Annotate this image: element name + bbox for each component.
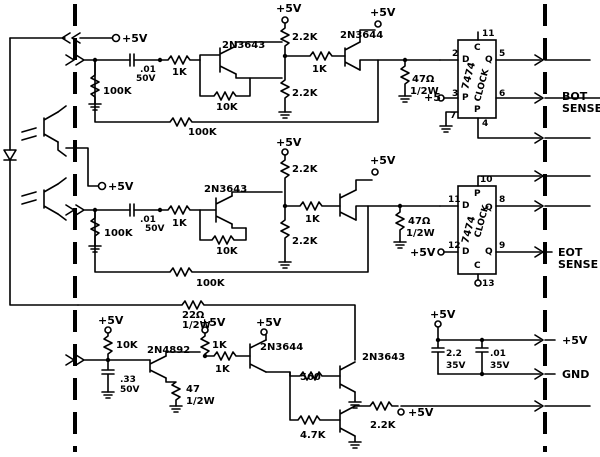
svg-text:2N3643: 2N3643 [204,184,247,195]
svg-text:13: 13 [482,279,495,289]
bot-sense-circuit: +5V 100K .01 50V 1K 2N3643 10K 100K +5V … [9,2,600,144]
svg-text:2.2K: 2.2K [292,164,319,175]
svg-text:.33: .33 [120,375,136,385]
svg-text:10K: 10K [216,102,239,113]
svg-text:1K: 1K [312,64,328,75]
svg-text:1/2W: 1/2W [186,396,215,407]
bot-supply-label: +5V [122,32,148,45]
svg-text:C: C [474,261,481,271]
svg-text:50V: 50V [120,385,140,395]
svg-text:+5V: +5V [108,180,134,193]
svg-text:100K: 100K [196,278,226,289]
svg-text:12: 12 [448,241,461,251]
svg-text:47: 47 [186,384,200,395]
ground-label: GND [562,368,589,381]
svg-text:35V: 35V [490,361,510,371]
svg-text:2N3643: 2N3643 [222,40,265,51]
svg-text:.01: .01 [490,349,506,359]
svg-text:+5V: +5V [370,154,396,167]
svg-text:D: D [462,55,469,65]
svg-text:+5V: +5V [562,334,588,347]
optical-sensor: +5V [3,37,134,306]
svg-text:Q: Q [485,55,493,65]
svg-text:1/2W: 1/2W [410,86,439,97]
svg-text:11: 11 [482,29,495,39]
eot-flipflop-7474 [457,185,497,275]
svg-text:+5V: +5V [256,316,282,329]
svg-text:47Ω: 47Ω [412,74,435,85]
svg-text:SENSE: SENSE [562,102,600,115]
svg-text:100K: 100K [103,86,133,97]
svg-text:7: 7 [450,111,456,121]
svg-text:3: 3 [452,89,458,99]
svg-text:2.2K: 2.2K [370,420,397,431]
svg-text:10K: 10K [216,246,239,257]
svg-text:2.2K: 2.2K [292,88,319,99]
svg-text:2: 2 [452,49,458,59]
svg-text:Q: Q [485,203,493,213]
svg-text:100K: 100K [104,228,134,239]
svg-text:P: P [474,105,481,115]
svg-text:5: 5 [499,49,505,59]
svg-text:+5V: +5V [276,136,302,149]
svg-text:1K: 1K [215,364,231,375]
svg-text:2.2: 2.2 [446,349,462,359]
svg-text:1/2W: 1/2W [182,320,211,331]
svg-text:D: D [462,247,469,257]
svg-text:100K: 100K [188,127,218,138]
svg-text:9: 9 [499,241,505,251]
svg-text:2.2K: 2.2K [292,236,319,247]
svg-text:47Ω: 47Ω [408,216,431,227]
svg-text:D: D [462,201,469,211]
svg-text:22Ω: 22Ω [182,310,205,321]
svg-text:4.7K: 4.7K [300,430,327,441]
svg-text:10K: 10K [116,340,139,351]
svg-text:6: 6 [499,89,505,99]
svg-text:.01: .01 [140,215,156,225]
svg-text:2N4892: 2N4892 [147,345,190,356]
svg-text:+5V: +5V [410,246,436,259]
svg-text:1K: 1K [172,67,188,78]
svg-text:P: P [462,93,469,103]
svg-text:2N3644: 2N3644 [340,30,383,41]
svg-text:50V: 50V [145,224,165,234]
svg-text:4: 4 [482,119,488,129]
bot-flipflop-7474 [457,39,497,119]
svg-text:11: 11 [448,195,461,205]
svg-text:+5V: +5V [276,2,302,15]
svg-text:+5V: +5V [370,6,396,19]
svg-text:2N3643: 2N3643 [362,352,405,363]
svg-text:.01: .01 [140,65,156,75]
svg-text:Q: Q [485,247,493,257]
svg-text:1K: 1K [305,214,321,225]
svg-text:1K: 1K [172,218,188,229]
svg-text:560: 560 [300,372,321,383]
svg-text:2.2K: 2.2K [292,32,319,43]
svg-text:+5: +5 [424,91,441,104]
svg-text:+5V: +5V [200,316,226,329]
svg-text:8: 8 [499,195,505,205]
svg-text:SENSE: SENSE [558,258,598,271]
svg-text:35V: 35V [446,361,466,371]
svg-text:50V: 50V [136,74,156,84]
eot-sense-label: EOT [558,246,583,259]
bot-sense-label: BOT [562,90,588,103]
svg-text:1/2W: 1/2W [406,228,435,239]
svg-text:C: C [474,43,481,53]
svg-text:1K: 1K [212,340,228,351]
eot-sense-circuit: 100K .01 50V 1K 2N3643 10K 100K +5V 2.2K… [65,136,598,289]
svg-text:2N3644: 2N3644 [260,342,303,353]
svg-text:+5V: +5V [408,406,434,419]
svg-text:P: P [474,189,481,199]
power-bypass-caps: +5V +5V 2.2 35V .01 35V GND [430,308,589,381]
svg-text:+5V: +5V [430,308,456,321]
led-driver-circuit: 22Ω 1/2W +5V 10K .33 50V 2N4892 47 1/2W … [65,300,591,449]
svg-text:+5V: +5V [98,314,124,327]
svg-text:10: 10 [480,175,493,185]
